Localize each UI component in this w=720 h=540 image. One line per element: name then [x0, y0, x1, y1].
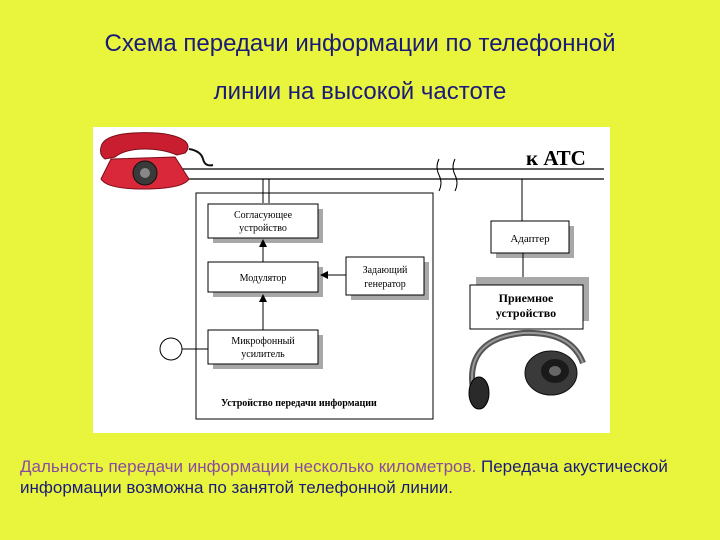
microphone-icon — [159, 337, 208, 361]
svg-text:Адаптер: Адаптер — [510, 233, 550, 245]
svg-text:Модулятор: Модулятор — [240, 273, 287, 284]
svg-text:Задающий: Задающий — [363, 265, 408, 276]
svg-text:генератор: генератор — [364, 279, 406, 290]
ats-label: к АТС — [526, 146, 586, 170]
line-break-mark — [452, 158, 458, 192]
diagram-svg: к АТС Устройство передачи информации Сог… — [100, 132, 604, 420]
modulator-block: Модулятор — [207, 261, 323, 297]
matching-device-block: Согласующее устройство — [207, 203, 323, 243]
svg-text:Согласующее: Согласующее — [234, 210, 293, 221]
svg-text:устройство: устройство — [239, 223, 287, 234]
receiver-block: Приемное устройство — [469, 277, 589, 330]
telephone-icon — [100, 132, 214, 190]
slide-caption: Дальность передачи информации несколько … — [20, 456, 710, 498]
svg-text:Микрофонный: Микрофонный — [231, 336, 295, 347]
mic-amplifier-block: Микрофонный усилитель — [207, 329, 323, 369]
transmitter-enclosure — [195, 192, 434, 420]
slide-title-line-1: Схема передачи информации по телефонной — [104, 30, 616, 57]
headphones-icon — [468, 329, 586, 410]
svg-text:Приемное: Приемное — [499, 291, 554, 305]
transmitter-caption: Устройство передачи информации — [221, 398, 377, 409]
svg-text:усилитель: усилитель — [241, 349, 285, 360]
svg-text:устройство: устройство — [496, 306, 556, 320]
adapter-block: Адаптер — [490, 220, 574, 258]
diagram-figure: к АТС Устройство передачи информации Сог… — [93, 127, 610, 433]
caption-part-1: Дальность передачи информации несколько … — [20, 457, 477, 476]
slide-title-line-2: линии на высокой частоте — [213, 78, 507, 105]
line-break-mark — [436, 158, 442, 192]
caption-part-2: Передача акустической информации возможн… — [20, 457, 668, 497]
master-generator-block: Задающий генератор — [345, 256, 429, 300]
